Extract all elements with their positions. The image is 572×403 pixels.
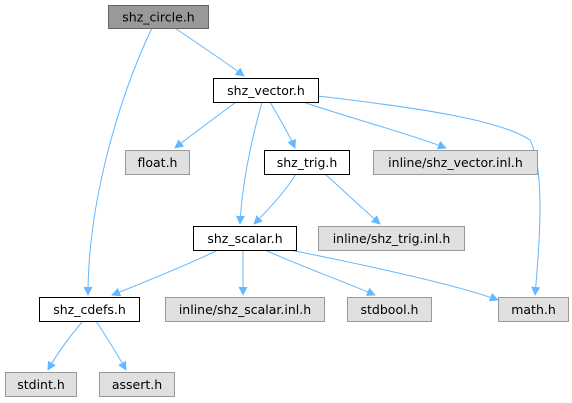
edges-layer (47, 27, 541, 371)
edge-shz-trig-to-shz-scalar (253, 173, 297, 225)
node-box (39, 297, 140, 322)
node-float: float.h (125, 150, 190, 175)
edge-shz-cdefs-to-stdint (47, 320, 84, 371)
node-shz-cdefs[interactable]: shz_cdefs.h (39, 297, 140, 322)
node-trig-inl: inline/shz_trig.inl.h (318, 226, 465, 251)
edge-shz-vector-to-shz-scalar (235, 101, 263, 225)
node-box (5, 372, 77, 397)
node-box (373, 150, 538, 175)
node-label: assert.h (112, 377, 162, 392)
node-stdint: stdint.h (5, 372, 77, 397)
node-label: shz_cdefs.h (53, 302, 126, 317)
edge-shz-scalar-to-math (289, 249, 499, 302)
node-label: shz_scalar.h (207, 231, 282, 246)
node-label: inline/shz_vector.inl.h (388, 155, 523, 170)
edge-shz-vector-to-shz-trig (269, 101, 296, 149)
node-box (125, 150, 190, 175)
node-label: math.h (511, 302, 556, 317)
node-label: shz_vector.h (227, 83, 305, 98)
edge-shz-vector-to-float (174, 101, 237, 149)
node-scalar-inl: inline/shz_scalar.inl.h (165, 297, 325, 322)
edge-shz-circle-to-shz-vector (174, 27, 245, 77)
node-vector-inl: inline/shz_vector.inl.h (373, 150, 538, 175)
node-label: float.h (138, 155, 178, 170)
node-box (165, 297, 325, 322)
node-label: stdbool.h (361, 302, 419, 317)
node-label: inline/shz_trig.inl.h (333, 231, 451, 246)
node-box (498, 297, 569, 322)
node-box (318, 226, 465, 251)
edge-shz-trig-to-trig-inl (324, 173, 381, 225)
edge-shz-circle-to-shz-cdefs (83, 27, 153, 296)
node-math: math.h (498, 297, 569, 322)
node-label: shz_circle.h (122, 10, 194, 25)
node-shz-trig[interactable]: shz_trig.h (264, 150, 350, 175)
node-box (347, 297, 432, 322)
edge-shz-cdefs-to-assert (95, 320, 127, 371)
node-box (99, 372, 175, 397)
node-box (264, 150, 350, 175)
edge-shz-vector-to-vector-inl (302, 101, 447, 150)
node-label: stdint.h (17, 377, 65, 392)
node-label: inline/shz_scalar.inl.h (179, 302, 311, 317)
nodes-layer: shz_circle.h shz_vector.h float.h shz_trig.… (5, 5, 569, 397)
edge-shz-scalar-to-shz-cdefs (111, 249, 219, 297)
node-box (108, 5, 209, 29)
node-assert: assert.h (99, 372, 175, 397)
node-shz-vector[interactable]: shz_vector.h (213, 78, 319, 103)
node-box (213, 78, 319, 103)
edge-shz-scalar-to-stdbool (264, 249, 376, 296)
node-shz-scalar[interactable]: shz_scalar.h (193, 226, 297, 251)
node-label: shz_trig.h (277, 155, 338, 170)
node-shz-circle[interactable]: shz_circle.h (108, 5, 209, 29)
node-box (193, 226, 297, 251)
node-stdbool: stdbool.h (347, 297, 432, 322)
edge-shz-vector-to-math (317, 95, 541, 296)
